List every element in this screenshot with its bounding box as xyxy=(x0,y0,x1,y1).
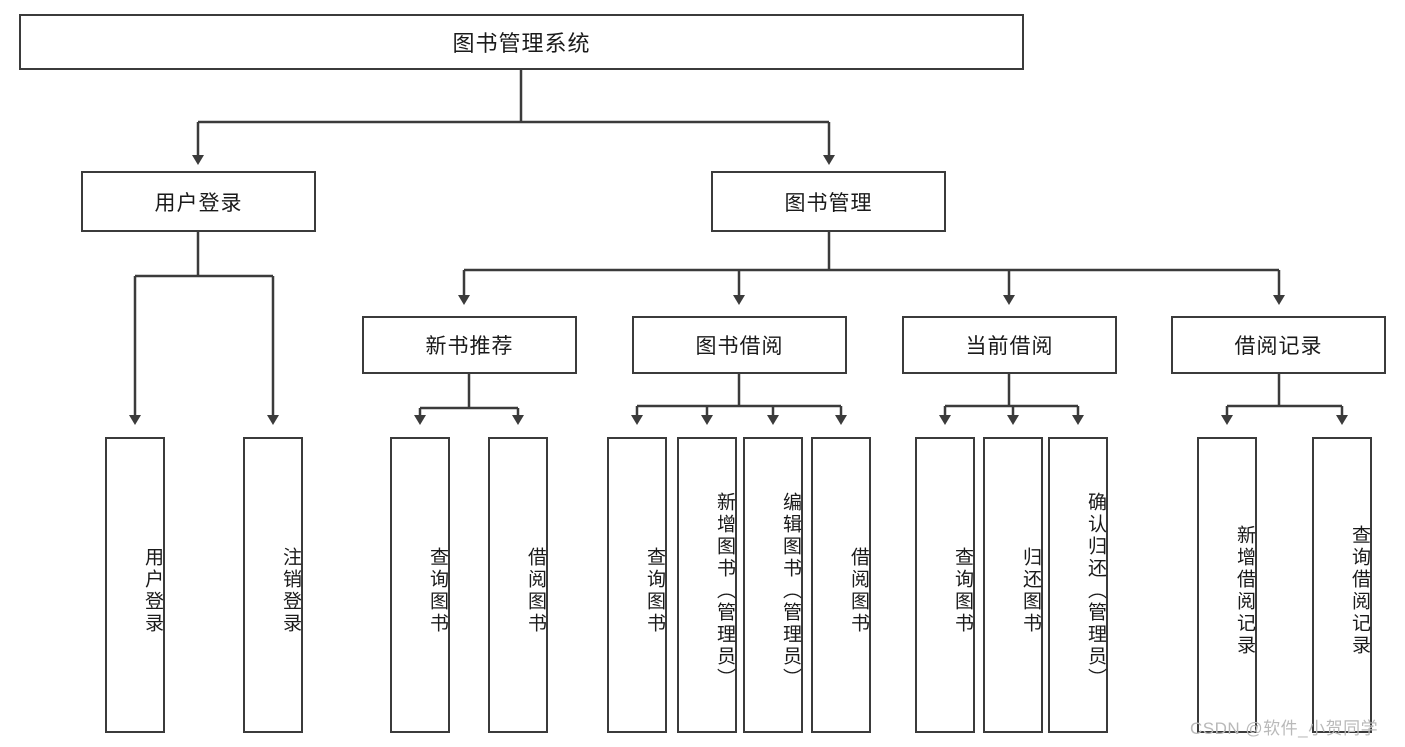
leaf-return-book[interactable]: 归还图书 xyxy=(983,437,1043,733)
leaf-borrow-book-rec-label: 借阅图书 xyxy=(525,547,546,635)
leaf-return-book-label: 归还图书 xyxy=(1020,547,1041,635)
leaf-add-book-label: 新增图书（管理员） xyxy=(714,492,735,690)
leaf-query-book-rec[interactable]: 查询图书 xyxy=(390,437,450,733)
node-new-book-recommend[interactable]: 新书推荐 xyxy=(362,316,577,374)
leaf-add-book[interactable]: 新增图书（管理员） xyxy=(677,437,737,733)
node-user-login-label: 用户登录 xyxy=(154,191,243,215)
leaf-query-book-cur[interactable]: 查询图书 xyxy=(915,437,975,733)
node-user-login[interactable]: 用户登录 xyxy=(81,171,316,232)
leaf-add-record-label: 新增借阅记录 xyxy=(1234,525,1255,657)
leaf-query-record-label: 查询借阅记录 xyxy=(1349,525,1370,657)
leaf-borrow-book-rec[interactable]: 借阅图书 xyxy=(488,437,548,733)
leaf-add-record[interactable]: 新增借阅记录 xyxy=(1197,437,1257,733)
leaf-query-book-cur-label: 查询图书 xyxy=(952,547,973,635)
node-book-management-label: 图书管理 xyxy=(784,191,873,215)
leaf-confirm-return-label: 确认归还（管理员） xyxy=(1085,492,1106,690)
leaf-query-book-rec-label: 查询图书 xyxy=(427,547,448,635)
leaf-edit-book-label: 编辑图书（管理员） xyxy=(780,492,801,690)
node-root[interactable]: 图书管理系统 xyxy=(19,14,1024,70)
node-borrow-record[interactable]: 借阅记录 xyxy=(1171,316,1386,374)
csdn-watermark: CSDN @软件_小贺同学 xyxy=(1190,719,1379,738)
leaf-confirm-return[interactable]: 确认归还（管理员） xyxy=(1048,437,1108,733)
node-book-management[interactable]: 图书管理 xyxy=(711,171,946,232)
node-new-book-recommend-label: 新书推荐 xyxy=(425,335,514,358)
node-current-borrow[interactable]: 当前借阅 xyxy=(902,316,1117,374)
leaf-logout[interactable]: 注销登录 xyxy=(243,437,303,733)
node-book-borrow[interactable]: 图书借阅 xyxy=(632,316,847,374)
node-current-borrow-label: 当前借阅 xyxy=(965,335,1054,358)
leaf-query-book-borrow[interactable]: 查询图书 xyxy=(607,437,667,733)
leaf-edit-book[interactable]: 编辑图书（管理员） xyxy=(743,437,803,733)
leaf-query-record[interactable]: 查询借阅记录 xyxy=(1312,437,1372,733)
leaf-query-book-borrow-label: 查询图书 xyxy=(644,547,665,635)
leaf-user-login[interactable]: 用户登录 xyxy=(105,437,165,733)
leaf-user-login-label: 用户登录 xyxy=(142,547,163,635)
leaf-borrow-book[interactable]: 借阅图书 xyxy=(811,437,871,733)
node-book-borrow-label: 图书借阅 xyxy=(695,335,784,358)
leaf-borrow-book-label: 借阅图书 xyxy=(848,547,869,635)
node-root-label: 图书管理系统 xyxy=(452,31,591,56)
leaf-logout-label: 注销登录 xyxy=(280,547,301,635)
node-borrow-record-label: 借阅记录 xyxy=(1234,335,1323,358)
